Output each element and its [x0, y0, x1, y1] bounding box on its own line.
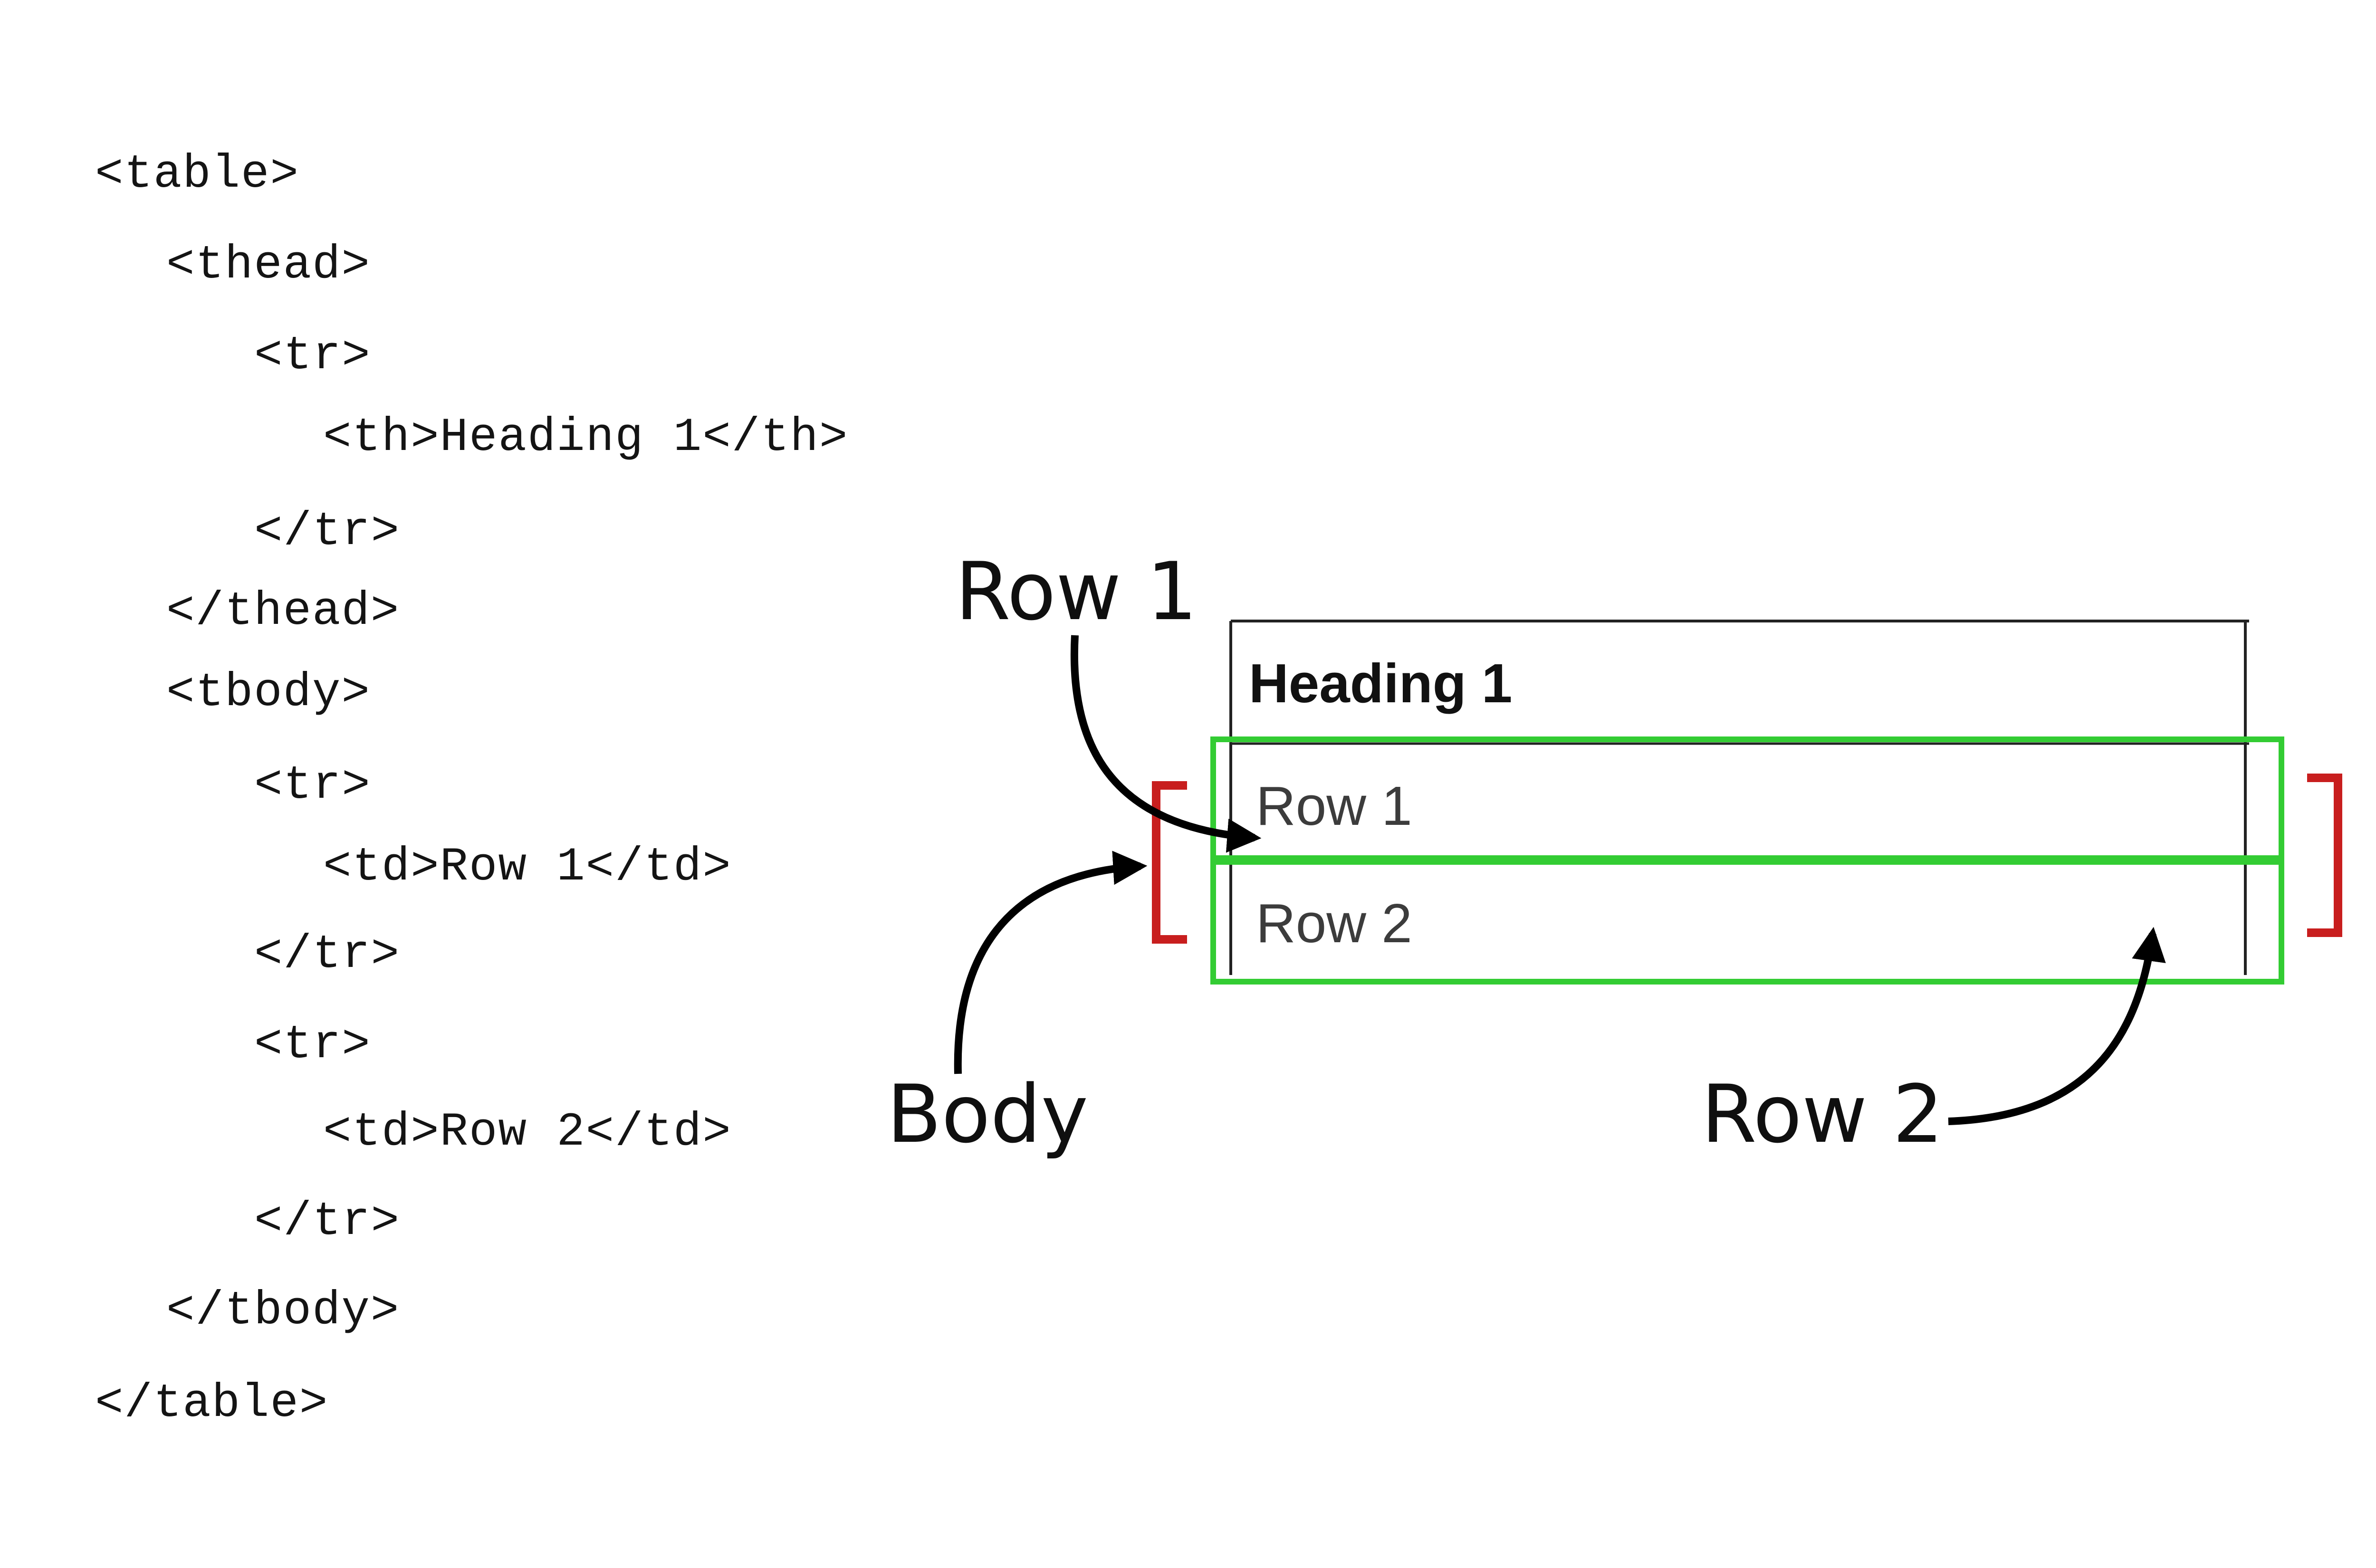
code-line-th: <th>Heading 1</th> — [323, 411, 849, 464]
callout-row2-label: Row 2 — [1701, 1068, 1944, 1161]
code-line-thead-open: <thead> — [166, 239, 371, 292]
callout-body-label: Body — [887, 1068, 1088, 1161]
callout-row1-label: Row 1 — [955, 545, 1198, 638]
table-heading-cell: Heading 1 — [1249, 652, 1512, 714]
code-line-tr-close: </tr> — [254, 928, 401, 981]
code-line-tr-open: <tr> — [254, 329, 371, 382]
code-line-table-open: <table> — [95, 148, 299, 201]
code-line-tr-open: <tr> — [254, 759, 371, 812]
code-line-tbody-close: </tbody> — [166, 1284, 400, 1338]
code-line-tr-close: </tr> — [254, 505, 401, 558]
code-line-td-row1: <td>Row 1</td> — [323, 841, 732, 894]
body-bracket-right — [2307, 774, 2342, 937]
code-line-tr-open: <tr> — [254, 1018, 371, 1071]
code-line-table-close: </table> — [95, 1377, 329, 1430]
row2-highlight-box — [1210, 859, 2284, 985]
body-arrow — [954, 851, 1148, 1074]
code-line-thead-close: </thead> — [166, 585, 400, 638]
row1-highlight-box — [1210, 736, 2284, 861]
row2-arrow — [1948, 927, 2166, 1125]
body-bracket-left — [1152, 781, 1187, 944]
row1-arrow — [1070, 635, 1262, 853]
table-preview: Heading 1 Row 1 Row 2 — [1229, 620, 2249, 975]
code-line-td-row2: <td>Row 2</td> — [323, 1106, 732, 1159]
code-line-tbody-open: <tbody> — [166, 666, 371, 719]
table-row2-cell: Row 2 — [1256, 892, 1412, 954]
code-line-tr-close: </tr> — [254, 1195, 401, 1248]
table-row1-cell: Row 1 — [1256, 775, 1412, 837]
